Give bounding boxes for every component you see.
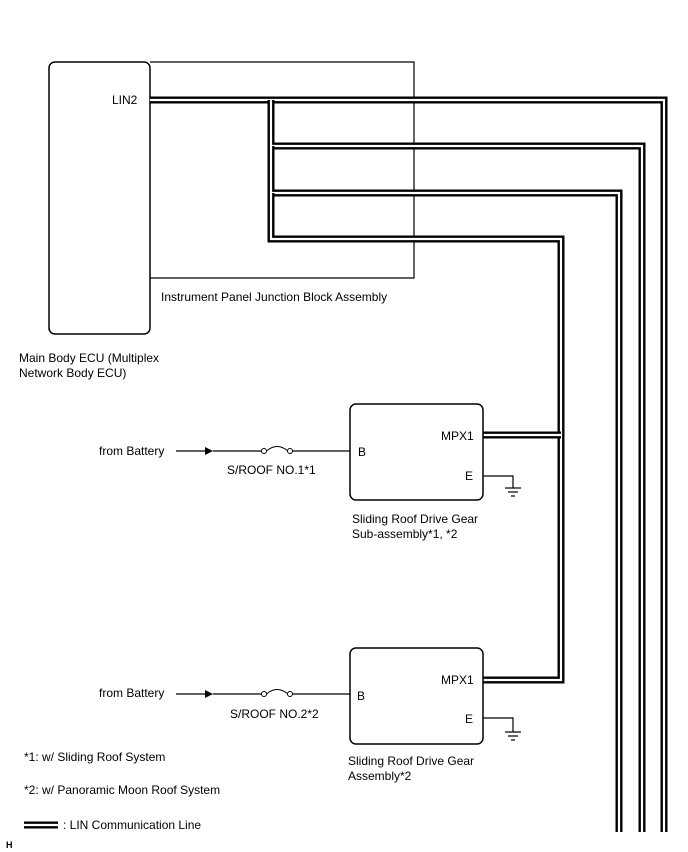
sliding-roof-unit2-box — [349, 647, 484, 745]
unit1-pin-b: B — [358, 445, 366, 459]
ground-2 — [483, 717, 521, 741]
battery-feed-1 — [176, 446, 350, 455]
unit2-source-label: from Battery — [99, 686, 164, 700]
arrow-right-icon — [205, 690, 213, 698]
ground-icon — [505, 731, 521, 741]
ground-icon — [505, 487, 521, 497]
unit2-name-line2: Assembly*2 — [348, 769, 412, 783]
footnote-1: *1: w/ Sliding Roof System — [24, 750, 165, 764]
junction-block-label: Instrument Panel Junction Block Assembly — [161, 290, 387, 304]
corner-mark: H — [6, 840, 13, 850]
unit1-pin-mpx1: MPX1 — [441, 429, 474, 443]
unit2-pin-e: E — [465, 712, 473, 726]
unit1-name-line2: Sub-assembly*1, *2 — [352, 527, 458, 541]
lin-line-branch-2 — [267, 100, 646, 832]
main-body-ecu-box — [48, 61, 151, 335]
unit1-pin-e: E — [465, 469, 473, 483]
unit2-pin-b: B — [357, 689, 365, 703]
unit2-fuse-label: S/ROOF NO.2*2 — [230, 707, 319, 721]
ecu-name-line2: Network Body ECU) — [19, 366, 126, 380]
unit1-fuse-label: S/ROOF NO.1*1 — [227, 463, 316, 477]
unit1-name-line1: Sliding Roof Drive Gear — [352, 512, 478, 526]
lin-line-branch-sliding-roof — [267, 193, 565, 684]
sliding-roof-unit1-box — [349, 403, 484, 501]
lin-line-branch-3 — [267, 146, 623, 832]
ecu-name-line1: Main Body ECU (Multiplex — [19, 351, 159, 365]
unit2-name-line1: Sliding Roof Drive Gear — [348, 754, 474, 768]
arrow-right-icon — [205, 447, 213, 455]
legend-label: : LIN Communication Line — [63, 818, 201, 832]
junction-block-outline — [150, 61, 415, 279]
unit2-pin-mpx1: MPX1 — [441, 673, 474, 687]
fuse-icon — [261, 446, 293, 454]
ecu-pin-lin2: LIN2 — [112, 93, 138, 107]
lin-lines — [150, 96, 668, 832]
ground-1 — [483, 475, 521, 497]
footnote-2: *2: w/ Panoramic Moon Roof System — [24, 783, 220, 797]
lin-line-branch-1 — [150, 96, 668, 832]
unit1-source-label: from Battery — [99, 444, 164, 458]
battery-feed-2 — [176, 689, 350, 698]
fuse-icon — [261, 689, 293, 697]
